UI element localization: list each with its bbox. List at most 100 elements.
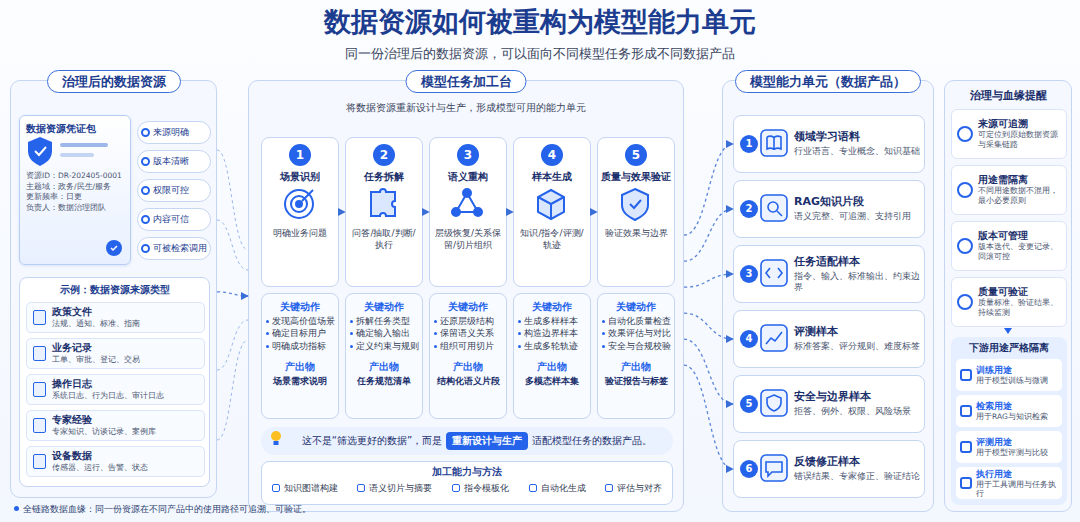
gitem-box: 质量可验证质量标准、验证结果、持续监测: [951, 277, 1067, 327]
step-box: 1场景识别明确业务问题: [261, 137, 339, 287]
callout-number: 5: [625, 144, 647, 166]
use-detail: 用于模型训练与微调: [976, 376, 1059, 385]
method-item: 指令模板化: [452, 483, 509, 494]
footnote-text: 全链路数据血缘：同一份资源在不同产品中的使用路径可追溯、可验证。: [14, 503, 344, 515]
method-item: 评估与对齐: [605, 483, 662, 494]
step-box: 3语义重构层级恢复/关系保留/切片组织: [429, 137, 507, 287]
item-box: 操作日志系统日志、行为日志、审计日志: [26, 374, 205, 405]
card-bar: [60, 143, 108, 147]
tag-box: 版本清晰: [137, 150, 211, 173]
document-icon: [33, 310, 46, 325]
use-icon: [960, 477, 972, 489]
action-item: 明确成功指标: [265, 340, 335, 352]
text-column: RAG知识片段语义完整、可追溯、支持引用: [794, 195, 924, 222]
text-column: 评测样本标准答案、评分规则、难度标签: [794, 325, 924, 352]
target-ring: [285, 190, 313, 218]
step-detail: 层级恢复/关系保留/切片组织: [430, 228, 506, 251]
shield-icon: [622, 189, 648, 220]
sec-box: 示例：数据资源来源类型政策文件法规、通知、标准、指南业务记录工单、审批、登记、交…: [19, 277, 210, 487]
step-detail: 知识/指令/评测/轨迹: [514, 228, 590, 251]
action-item: 安全与合规校验: [601, 340, 671, 352]
icon-space: [758, 204, 794, 214]
gitem-box: 用途需隔离不同用途数据不混用，最小必要原则: [951, 165, 1067, 215]
puzzle-shape: [371, 189, 395, 216]
use-title: 训练用途: [976, 365, 1059, 376]
action-item: 效果评估与对比: [601, 327, 671, 339]
shield-shape: [622, 189, 648, 220]
note-text: 这不是“筛选更好的数据”，而是: [302, 434, 442, 448]
use-icon: [960, 441, 972, 453]
text-column: 质量可验证质量标准、验证结果、持续监测: [978, 286, 1062, 318]
step-box: 5质量与效果验证验证效果与边界: [597, 137, 675, 287]
lens: [768, 202, 778, 212]
tag-icon: [141, 157, 150, 166]
output-text: 多模态样本集: [517, 375, 587, 387]
icon-space: [758, 399, 794, 409]
code-glyph: [766, 268, 782, 278]
text-column: 用途需隔离不同用途数据不混用，最小必要原则: [978, 174, 1062, 206]
check-mark: [111, 246, 117, 250]
cube-edges: [538, 197, 564, 219]
document-icon: [33, 346, 46, 361]
tag-icon: [141, 128, 150, 137]
item-box: 专家经验专家知识、访谈记录、案例库: [26, 410, 205, 441]
check-mark: [630, 200, 641, 208]
code-icon: [761, 260, 787, 286]
act-box: 关键动作拆解任务类型确定输入输出定义约束与规则产出物任务规范清单: [345, 293, 423, 419]
card-field: 负责人：数据治理团队: [26, 203, 124, 214]
panel-heading: 治理后的数据资源: [47, 70, 181, 93]
step-box: 4样本生成知识/指令/评测/轨迹: [513, 137, 591, 287]
tag-box: 可被检索调用: [137, 237, 211, 260]
output-text: 任务规范清单: [349, 375, 419, 387]
flow-connector: [339, 211, 345, 212]
act-box: 关键动作生成多样样本构造边界样本生成多轮轨迹产出物多模态样本集: [513, 293, 591, 419]
target-center: [296, 201, 302, 207]
tag-text: 可被检索调用: [153, 243, 207, 255]
callout-number: 1: [740, 135, 758, 153]
unit-title: 任务适配样本: [794, 255, 924, 269]
item-title: 专家经验: [52, 414, 198, 426]
text-column: 版本可管理版本迭代、变更记录、回滚可控: [978, 230, 1062, 262]
unit-box: 1领域学习语料行业语言、专业概念、知识基础: [733, 115, 925, 173]
item-detail: 专家知识、访谈记录、案例库: [52, 426, 198, 437]
item-detail: 工单、审批、登记、交易: [52, 354, 198, 365]
panel-heading: 治理与血缘提醒: [945, 89, 1071, 103]
inflow-lines: [217, 150, 248, 440]
tag-box: 来源明确: [137, 121, 211, 144]
callout-number: 4: [740, 330, 758, 348]
action-item: 自动化质量检查: [601, 315, 671, 327]
rule-detail: 版本迭代、变更记录、回滚可控: [978, 242, 1062, 262]
network-icon: [452, 189, 482, 216]
text-column: 来源可追溯可定位到原始数据资源与采集链路: [978, 118, 1062, 150]
item-detail: 系统日志、行为日志、审计日志: [52, 390, 198, 401]
item-box: 政策文件法规、通知、标准、指南: [26, 302, 205, 333]
note-box: 这不是“筛选更好的数据”，而是重新设计与生产适配模型任务的数据产品。: [261, 427, 673, 455]
action-item: 组织可用切片: [433, 340, 503, 352]
act-box: 关键动作还原层级结构保留语义关系组织可用切片产出物结构化语义片段: [429, 293, 507, 419]
output-heading: 产出物: [433, 360, 503, 373]
ditem-box: 训练用途用于模型训练与微调: [956, 359, 1062, 391]
target-icon: [285, 190, 313, 218]
text-column: 专家经验专家知识、访谈记录、案例库: [52, 414, 198, 437]
check-mark: [35, 147, 46, 155]
subtitle-text: 同一份治理后的数据资源，可以面向不同模型任务形成不同数据产品: [0, 45, 1080, 62]
bulb-base: [274, 441, 279, 445]
use-title: 执行用途: [976, 469, 1059, 480]
rule-title: 来源可追溯: [978, 118, 1062, 130]
shield-shape: [28, 137, 52, 166]
action-heading: 关键动作: [601, 300, 671, 313]
step-title: 场景识别: [280, 170, 320, 184]
step-title: 语义重构: [448, 170, 488, 184]
meth-box: 加工能力与方法知识图谱构建语义切片与摘要指令模板化自动化生成评估与对齐: [261, 461, 673, 505]
act-box: 关键动作发现高价值场景确定目标用户明确成功指标产出物场景需求说明: [261, 293, 339, 419]
action-item: 生成多样样本: [517, 315, 587, 327]
icon-frame: [761, 455, 787, 481]
item-title: 操作日志: [52, 378, 198, 390]
lens-handle: [777, 211, 782, 216]
target-ring: [291, 196, 307, 212]
unit-detail: 语义完整、可追溯、支持引用: [794, 211, 924, 222]
use-title: 评测用途: [976, 437, 1059, 448]
badge-circle: [106, 240, 122, 256]
